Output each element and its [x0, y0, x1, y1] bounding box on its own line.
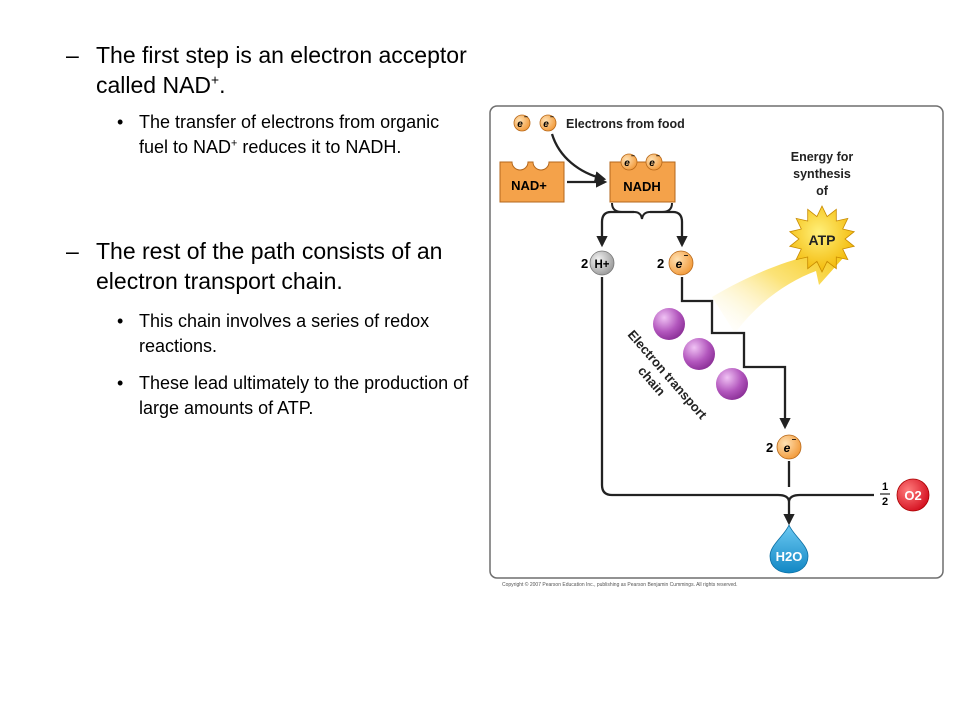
- svg-text:Energy for: Energy for: [791, 150, 854, 164]
- electron-transport-path: [680, 277, 791, 430]
- svg-text:of: of: [816, 184, 829, 198]
- energy-label: Energy for synthesis of: [791, 150, 854, 198]
- svg-text:1: 1: [882, 481, 888, 493]
- electron-carrier-2: [683, 338, 715, 370]
- point-first-step: – The first step is an electron acceptor…: [66, 40, 476, 100]
- proton-path: [600, 277, 778, 497]
- half-fraction: 1 2: [880, 481, 890, 508]
- bullet-text-end: reduces it to NADH.: [237, 137, 402, 157]
- nad-plus-label: NAD+: [511, 178, 547, 193]
- point-rest-of-path: – The rest of the path consists of an el…: [66, 236, 476, 296]
- atp-label: ATP: [809, 232, 836, 248]
- point-tail: .: [219, 72, 226, 98]
- bullet-text: These lead ultimately to the production …: [139, 373, 469, 418]
- point-text: The first step is an electron acceptor c…: [96, 42, 467, 98]
- bullet-redox: • This chain involves a series of redox …: [117, 309, 469, 359]
- coefficient-2-e-lower: 2: [766, 440, 773, 455]
- svg-text:2: 2: [882, 496, 888, 508]
- electron-carrier-3: [716, 368, 748, 400]
- h-plus-ion: H+: [589, 250, 615, 276]
- nadh-electron-1: e –: [620, 153, 638, 171]
- svg-text:–: –: [792, 435, 797, 444]
- released-electron: e –: [668, 250, 694, 276]
- electron-from-food-1: e –: [513, 114, 531, 132]
- electron-transport-figure: e – e – Electrons from food NAD+ NADH e …: [489, 105, 944, 579]
- nadh-box: NADH: [609, 161, 676, 203]
- nadh-label: NADH: [623, 179, 661, 194]
- terminal-electron: e –: [776, 434, 802, 460]
- svg-text:–: –: [524, 114, 528, 121]
- bullet-marker: •: [117, 311, 124, 331]
- svg-text:e: e: [543, 119, 549, 130]
- water-label: H2O: [776, 549, 803, 564]
- svg-text:–: –: [550, 114, 554, 121]
- coefficient-2-h: 2: [581, 256, 588, 271]
- bullet-transfer-electrons: • The transfer of electrons from organic…: [117, 110, 469, 160]
- proton-release-arrow: [596, 210, 634, 248]
- superscript-plus: +: [211, 72, 220, 88]
- svg-text:–: –: [684, 251, 689, 260]
- electrons-from-food-label: Electrons from food: [566, 117, 685, 131]
- electron-from-food-2: e –: [539, 114, 557, 132]
- bullet-text: The transfer of electrons from organic f…: [139, 112, 440, 157]
- electron-release-arrow: [650, 210, 688, 248]
- dash-marker: –: [66, 238, 79, 264]
- svg-text:H+: H+: [594, 259, 609, 271]
- copyright-notice: Copyright © 2007 Pearson Education Inc.,…: [502, 582, 738, 588]
- point-text: The rest of the path consists of an elec…: [96, 238, 443, 294]
- svg-text:–: –: [631, 153, 635, 160]
- dash-marker: –: [66, 42, 79, 68]
- oxygen-molecule: O2: [896, 478, 930, 512]
- bullet-atp-production: • These lead ultimately to the productio…: [117, 371, 469, 421]
- bullet-marker: •: [117, 373, 124, 393]
- bullet-text: This chain involves a series of redox re…: [139, 311, 430, 356]
- electron-carrier-1: [653, 308, 685, 340]
- nad-plus-box: NAD+: [499, 161, 565, 203]
- superscript-plus: +: [231, 137, 238, 150]
- svg-text:–: –: [656, 153, 660, 160]
- nadh-electron-2: e –: [645, 153, 663, 171]
- water-drop: H2O: [769, 523, 809, 574]
- svg-text:e: e: [649, 158, 655, 169]
- svg-text:e: e: [517, 119, 523, 130]
- svg-text:O2: O2: [904, 488, 921, 503]
- svg-text:e: e: [624, 158, 630, 169]
- atp-star: ATP: [788, 205, 856, 273]
- coefficient-2-e: 2: [657, 256, 664, 271]
- svg-text:e: e: [676, 257, 683, 271]
- bullet-marker: •: [117, 112, 124, 132]
- svg-text:synthesis: synthesis: [793, 167, 851, 181]
- svg-text:e: e: [784, 441, 791, 455]
